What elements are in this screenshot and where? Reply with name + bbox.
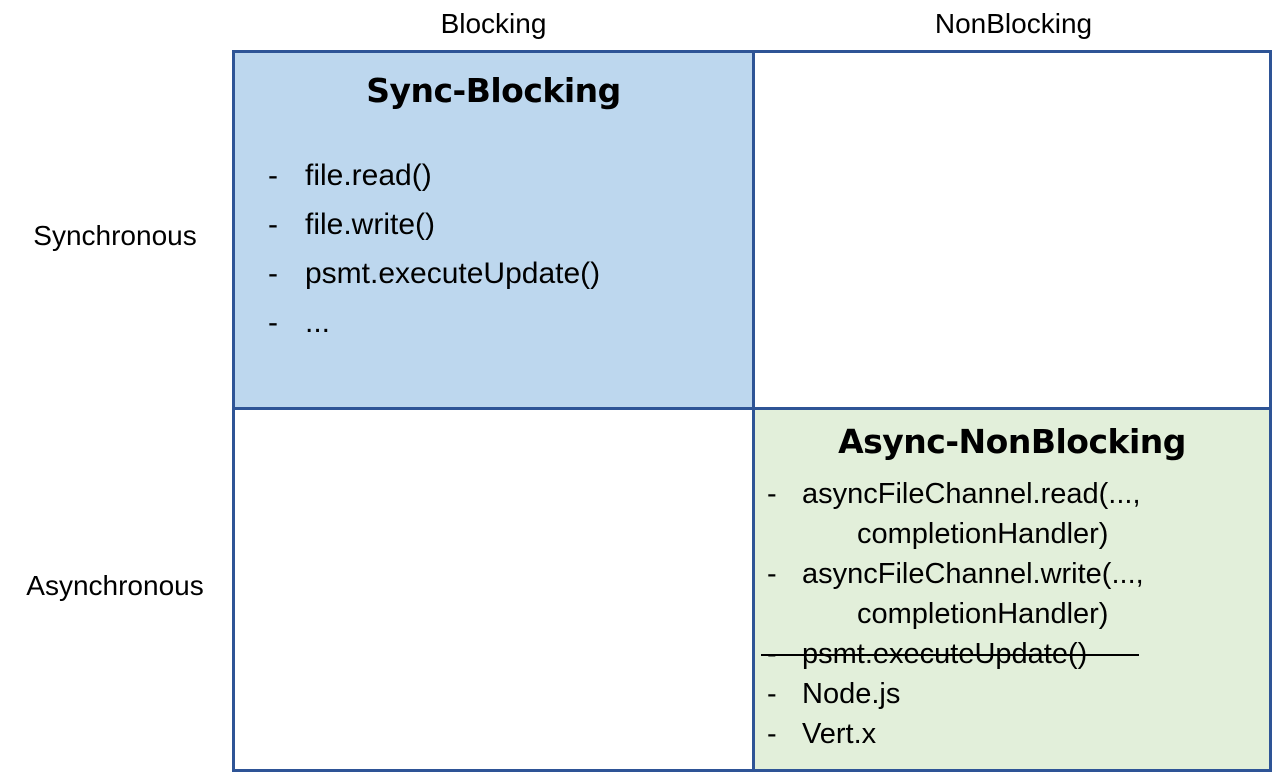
bullet-dash-icon: - (767, 718, 777, 750)
bullet-dash-icon: - (268, 257, 278, 290)
bullet-dash-icon: - (767, 478, 777, 510)
list-item: - Vert.x (767, 714, 1269, 754)
bullet-dash-icon: - (268, 208, 278, 241)
cell-title-async-nonblocking: Async-NonBlocking (838, 422, 1186, 461)
bullet-dash-icon: - (268, 306, 278, 339)
list-item-label: file.write() (305, 208, 436, 241)
list-item-label: Node.js (802, 678, 901, 710)
list-item: - asyncFileChannel.write(...,completionH… (767, 554, 1269, 634)
list-item: - file.write() (268, 200, 752, 249)
list-item-label: ... (305, 306, 331, 339)
bullet-dash-icon: - (268, 159, 278, 192)
column-header-nonblocking: NonBlocking (934, 8, 1093, 39)
list-item: - ... (268, 298, 752, 347)
list-item-label: file.read() (305, 159, 432, 192)
matrix-grid: Sync-Blocking - file.read() - file.write… (232, 50, 1272, 772)
async-nonblocking-item-list: - asyncFileChannel.read(...,completionHa… (755, 474, 1269, 754)
row-header-asynchronous: Asynchronous (26, 570, 204, 601)
list-item-label: psmt.executeUpdate() (305, 257, 601, 290)
cell-sync-nonblocking-empty (755, 53, 1269, 410)
list-item-label: psmt.executeUpdate() (802, 638, 1088, 670)
bullet-dash-icon: - (767, 678, 777, 710)
cell-sync-blocking: Sync-Blocking - file.read() - file.write… (235, 53, 755, 410)
list-item-label: Vert.x (802, 718, 877, 750)
bullet-dash-icon: - (767, 638, 777, 670)
sync-blocking-item-list: - file.read() - file.write() - psmt.exec… (235, 151, 752, 347)
row-header-synchronous: Synchronous (33, 220, 197, 251)
list-item: - file.read() (268, 151, 752, 200)
list-item: - psmt.executeUpdate() (268, 249, 752, 298)
list-item-struck: - psmt.executeUpdate() (761, 634, 1269, 674)
list-item-label: asyncFileChannel.write(...,completionHan… (802, 554, 1269, 634)
cell-async-blocking-empty (235, 410, 755, 769)
list-item-label-continuation: completionHandler) (857, 518, 1109, 550)
column-header-blocking: Blocking (440, 8, 547, 39)
cell-async-nonblocking: Async-NonBlocking - asyncFileChannel.rea… (755, 410, 1269, 769)
list-item-label: asyncFileChannel.read(...,completionHand… (802, 474, 1269, 554)
cell-title-sync-blocking: Sync-Blocking (366, 71, 621, 110)
bullet-dash-icon: - (767, 558, 777, 590)
list-item-label-continuation: completionHandler) (857, 598, 1109, 630)
list-item: - Node.js (767, 674, 1269, 714)
list-item: - asyncFileChannel.read(...,completionHa… (767, 474, 1269, 554)
